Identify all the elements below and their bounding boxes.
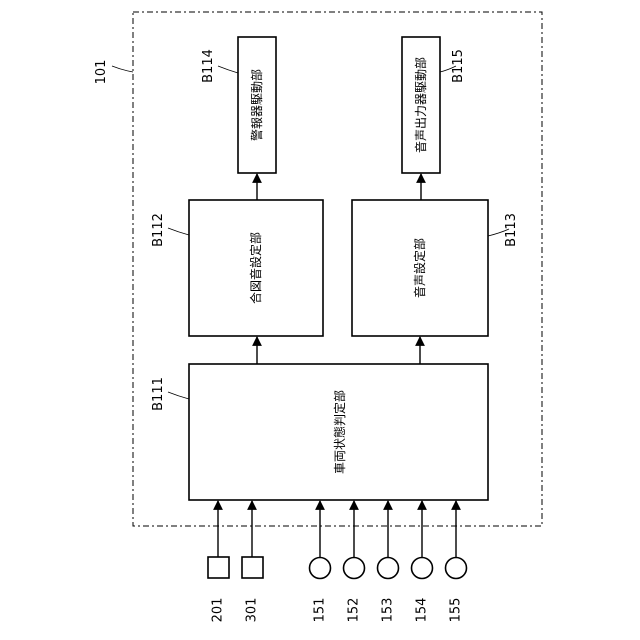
block-b115-label: 音声出力器駆動部	[413, 57, 428, 153]
input-155-circle	[446, 558, 467, 579]
block-b111: 車両状態判定部	[189, 364, 488, 500]
input-201-ref: 201	[211, 598, 226, 623]
input-153-circle	[378, 558, 399, 579]
b112-leader	[168, 228, 189, 235]
block-b111-ref: B111	[151, 377, 166, 411]
input-155-ref: 155	[449, 598, 464, 623]
input-301-ref: 301	[245, 598, 260, 623]
input-153: 153	[378, 501, 399, 622]
input-151: 151	[310, 501, 331, 622]
input-151-circle	[310, 558, 331, 579]
block-b114-ref: B114	[201, 49, 216, 83]
input-151-ref: 151	[313, 598, 328, 623]
block-b113-label: 音声設定部	[412, 238, 427, 298]
container-leader	[112, 66, 133, 72]
input-152-circle	[344, 558, 365, 579]
input-154-ref: 154	[415, 598, 430, 623]
block-b115-ref: B115	[451, 49, 466, 83]
block-b114-label: 警報器駆動部	[249, 69, 264, 141]
b111-leader	[168, 392, 189, 399]
input-201: 201	[208, 501, 229, 622]
input-152-ref: 152	[347, 598, 362, 623]
input-153-ref: 153	[381, 598, 396, 623]
block-b114: 警報器駆動部	[238, 37, 276, 173]
block-b112-label: 合図音設定部	[248, 232, 263, 304]
block-b113: 音声設定部	[352, 200, 488, 336]
input-301-square	[242, 557, 263, 578]
input-154-circle	[412, 558, 433, 579]
container-ref: 101	[94, 60, 109, 85]
block-b115: 音声出力器駆動部	[402, 37, 440, 173]
input-154: 154	[412, 501, 433, 622]
block-b112: 合図音設定部	[189, 200, 323, 336]
b114-leader	[218, 66, 238, 73]
block-b111-label: 車両状態判定部	[332, 390, 347, 474]
input-301: 301	[242, 501, 263, 622]
block-b112-ref: B112	[151, 213, 166, 247]
input-152: 152	[344, 501, 365, 622]
input-155: 155	[446, 501, 467, 622]
input-201-square	[208, 557, 229, 578]
